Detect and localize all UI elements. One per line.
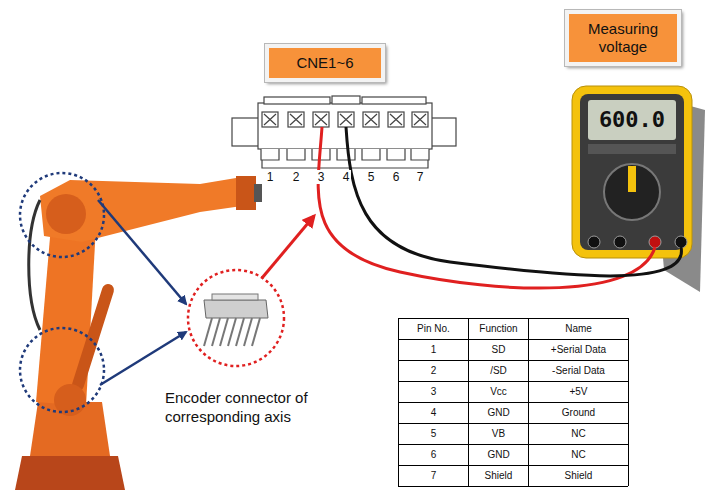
- table-cell: -Serial Data: [529, 361, 628, 381]
- pin-number: 3: [316, 170, 327, 184]
- connector-icon: [204, 294, 268, 346]
- table-cell: VB: [469, 424, 528, 444]
- dotted-circle: [20, 173, 104, 257]
- table-cell: Vcc: [469, 382, 528, 402]
- meter-display: 600.0: [599, 107, 665, 133]
- pin-number: 4: [341, 170, 352, 184]
- label-box: CNE1~6: [265, 44, 385, 82]
- table-cell: NC: [529, 424, 628, 444]
- table-cell: Name: [529, 319, 628, 339]
- pin-number: 1: [265, 170, 276, 184]
- table-cell: 7: [399, 466, 468, 486]
- pointer-arrow: [98, 200, 186, 304]
- multimeter: [572, 86, 705, 292]
- pin-number: 7: [415, 170, 426, 184]
- label-box: Measuring voltage: [565, 10, 681, 66]
- table-cell: 1: [399, 340, 468, 360]
- table-cell: 5: [399, 424, 468, 444]
- pin-number: 6: [391, 170, 402, 184]
- table-cell: 3: [399, 382, 468, 402]
- table-cell: 4: [399, 403, 468, 423]
- table-cell: /SD: [469, 361, 528, 381]
- table-cell: GND: [469, 445, 528, 465]
- table-cell: Pin No.: [399, 319, 468, 339]
- table-cell: GND: [469, 403, 528, 423]
- pin-number: 5: [366, 170, 377, 184]
- table-cell: Shield: [469, 466, 528, 486]
- table-cell: +5V: [529, 382, 628, 402]
- table-cell: 2: [399, 361, 468, 381]
- pin-table-grid: [398, 318, 629, 487]
- test-lead-red: [318, 127, 655, 288]
- table-cell: 6: [399, 445, 468, 465]
- table-cell: Ground: [529, 403, 628, 423]
- table-cell: SD: [469, 340, 528, 360]
- pointer-arrow: [100, 332, 186, 385]
- box-label: Measuring voltage: [575, 20, 671, 56]
- connector-housing: [232, 96, 456, 168]
- zoom-circle: [188, 270, 284, 366]
- table-cell: Shield: [529, 466, 628, 486]
- box-label: CNE1~6: [275, 54, 375, 72]
- table-cell: NC: [529, 445, 628, 465]
- pointer-arrow: [262, 216, 314, 278]
- table-cell: Function: [469, 319, 528, 339]
- dotted-circle: [20, 328, 104, 412]
- test-lead-black: [346, 127, 681, 276]
- pin-number: 2: [291, 170, 302, 184]
- caption-text: Encoder connector of corresponding axis: [165, 388, 343, 426]
- table-cell: +Serial Data: [529, 340, 628, 360]
